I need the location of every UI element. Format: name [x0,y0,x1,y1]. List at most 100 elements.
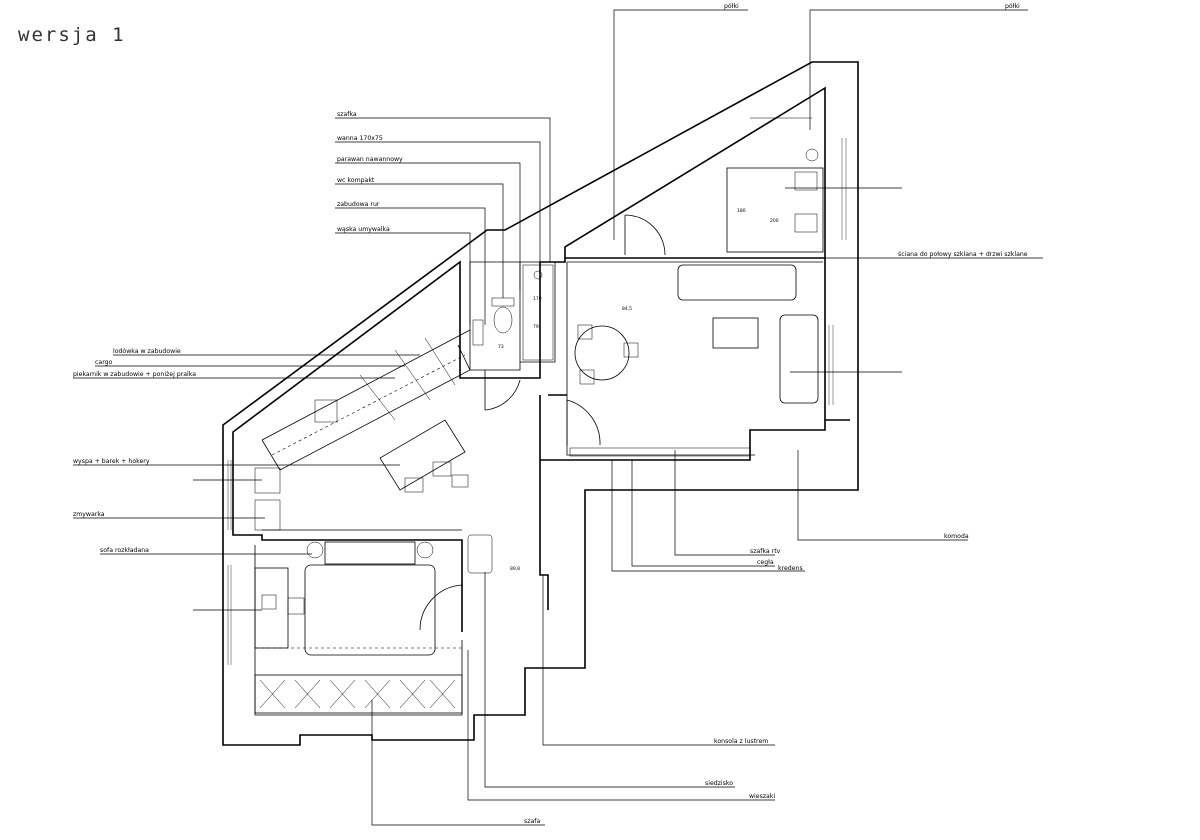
window-lower-room [227,565,232,665]
label-szafka: szafka [337,111,357,118]
toilet-bowl [493,306,513,334]
living-room-inner-wall [566,262,755,456]
bed [726,167,824,253]
diagonal-wall-outer [222,61,859,746]
annotations: półki półki szafka wanna 170x75 parawan … [73,2,1043,826]
outer-walls [222,61,859,746]
hall-wall [539,395,549,610]
label-waska-umywalka: wąska umywalka [337,226,390,233]
label-kredens: kredens [778,565,803,572]
label-cargo: cargo [95,359,113,366]
leader-szafa [371,700,545,826]
leader-wanna [335,141,541,262]
living-room-wall [540,420,826,461]
leader-polki-2 [809,9,1028,130]
label-lodowka: lodówka w zabudowie [113,347,181,355]
leader-kredens [611,460,805,572]
dining-chair-1 [577,324,593,340]
bathroom: 73 79 170 [472,264,554,411]
leader-szafka-rtv [674,450,775,556]
dining-chair-2 [623,342,639,358]
bed-width-label: 200 [770,218,779,224]
wardrobe [254,674,463,714]
drawing-title: wersja 1 [18,24,126,46]
dim-170-label: 170 [533,296,542,302]
bathroom-door [484,370,521,411]
bed-length-label: 180 [737,208,746,214]
label-konsola: konsola z lustrem [714,738,768,745]
leader-cegla [631,460,775,567]
bathroom-wall [469,261,521,371]
windows [227,138,847,665]
bathtub-drain [533,270,543,280]
desk [254,567,289,649]
leader-konsola [542,575,775,746]
label-polki-1: półki [724,2,739,10]
bar-stool-3 [451,474,469,488]
hall-door [419,584,463,631]
toilet-tank [491,297,515,307]
leader-parawan [335,162,521,290]
label-komoda: komoda [944,533,969,540]
living-room: 84,5 [566,264,819,457]
hall-bench [467,534,493,574]
leader-komoda [797,450,968,541]
label-wanna: wanna 170x75 [337,135,383,142]
desk-chair-2 [287,597,305,615]
bar-stool-2 [432,461,452,477]
bed-pillow-1 [794,171,818,191]
bedroom-door [624,214,666,256]
leader-siedzisko [484,572,735,788]
cooktop [314,399,338,423]
dim-79-label: 79 [533,324,539,330]
label-szafka-rtv: szafka rtv [750,548,781,555]
bedroom: 200 180 [624,117,824,256]
leader-waska-umywalka [335,232,471,325]
label-wieszaki: wieszaki [749,793,775,800]
living-armchair-sofa [779,314,819,404]
living-sofa [677,264,797,301]
leader-zabudowa-rur [335,207,486,325]
window-kitchen [227,460,232,530]
window-living-room [828,325,834,405]
lower-room-wall [232,455,463,632]
lower-room: 89,8 [254,534,520,714]
dim-89-label: 89,8 [510,566,520,572]
window-bedroom [841,138,847,240]
lower-room-inner [254,545,463,716]
label-parawan: parawan nawannowy [337,156,403,163]
label-szafa: szafa [524,818,540,825]
kitchen-counter [261,344,471,471]
leader-polki-1 [613,9,748,240]
sofa-bed [304,564,436,656]
label-piekarnik: piekarnik w zabudowie + poniżej pralka [73,371,196,378]
label-wc: wc kompakt [337,177,375,184]
upper-cabinets [271,354,466,456]
dining-table [574,325,630,381]
bar-stool-1 [404,477,424,493]
desk-chair-1 [261,594,277,610]
dim-73-label: 73 [498,344,504,350]
bathtub [522,264,554,361]
sofa-bed-back [324,541,416,565]
kitchen-island [379,419,466,491]
plant-2 [416,541,434,559]
kitchen [254,337,471,531]
coffee-table [712,317,759,349]
dishwasher [254,499,281,531]
bed-pillow-2 [794,213,818,233]
label-wyspa: wyspa + barek + hokery [73,458,150,465]
label-polki-2: półki [1005,2,1020,10]
plant-bedroom [805,148,819,162]
living-sideboard [569,447,751,457]
label-sciana: ściana do połowy szklana + drzwi szklane [898,250,1028,258]
kitchen-sink [254,467,281,494]
kitchen-wall-edge [261,329,471,441]
leader-wc [335,183,504,298]
bath-tub-box [520,261,556,363]
dining-chair-3 [579,369,595,385]
label-zabudowa-rur: zabudowa rur [337,201,380,208]
kitchen-units-1 [359,337,456,421]
label-sofa: sofa rozkładana [100,547,149,554]
